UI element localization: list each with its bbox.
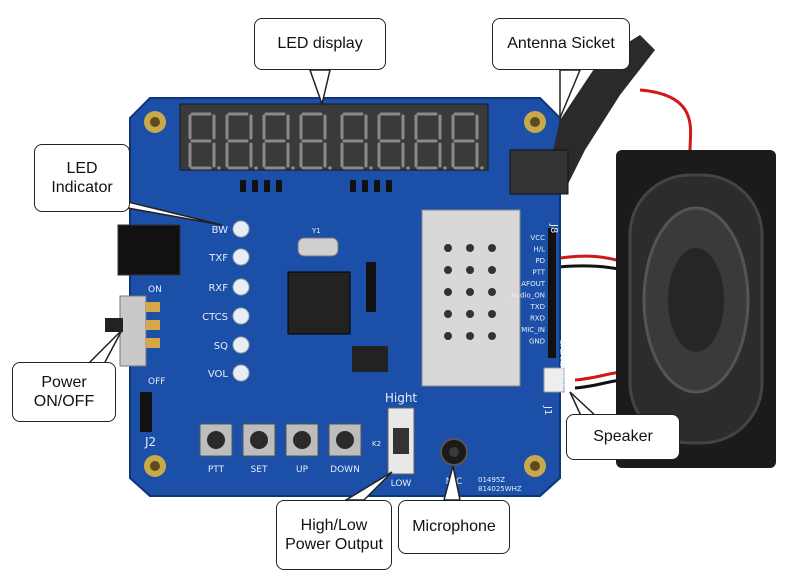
mcu-chip [287, 271, 351, 335]
module-pin-label: MIC_IN [521, 326, 545, 334]
led-indicator-label: RXF [208, 283, 228, 294]
callout-speaker: Speaker [566, 414, 680, 460]
header-j1-label: J1 [542, 405, 553, 415]
antenna [509, 35, 655, 195]
module-pin-label: H/L [533, 246, 545, 254]
y1-label: Y1 [311, 227, 321, 235]
power-level-switch [387, 407, 415, 475]
header-j2 [140, 392, 152, 432]
led-indicator-label: BW [212, 225, 229, 236]
switch-on-label: ON [148, 285, 162, 295]
button-label: SET [251, 465, 268, 475]
module-pin-label: AFOUT [521, 280, 545, 288]
led-display [179, 103, 489, 171]
microphone-element [440, 438, 468, 466]
button-label: UP [296, 465, 309, 475]
led-digit [340, 112, 373, 170]
led-indicator-rxf: RXF [208, 278, 250, 296]
header-j8 [548, 228, 556, 358]
dc-jack [117, 224, 181, 276]
switch-off-label: OFF [148, 377, 165, 387]
board-id-2: 814025WHZ [478, 485, 522, 493]
rf-module [421, 209, 521, 387]
led-digit [262, 112, 295, 170]
crystal [297, 237, 339, 257]
led-indicator-sq: SQ [214, 336, 250, 354]
led-indicator-vol: VOL [208, 364, 250, 382]
k2-label: K2 [372, 440, 381, 448]
led-indicator-txf: TXF [208, 248, 250, 266]
button-up: UP [285, 423, 319, 475]
speaker [616, 150, 776, 468]
module-pin-label: Audio_ON [511, 292, 545, 300]
module-pin-label: GND [529, 338, 545, 346]
low-label: LOW [391, 479, 412, 489]
led-digit [299, 112, 332, 170]
module-pin-label: RXD [530, 315, 545, 323]
callout-leaders [86, 69, 600, 501]
button-label: PTT [208, 465, 225, 475]
board-id-1: 01495Z [478, 476, 505, 484]
callout-high-low-power: High/Low Power Output [276, 500, 392, 570]
led-digit [451, 112, 484, 170]
header-j3 [366, 262, 376, 312]
led-indicator-ctcs: CTCS [202, 307, 250, 325]
led-digit [414, 112, 447, 170]
header-j2-label: J2 [144, 435, 156, 449]
led-indicator-label: TXF [208, 253, 228, 264]
led-indicator-label: SQ [214, 341, 228, 352]
module-pin-label: PD [535, 257, 545, 265]
led-digit [225, 112, 258, 170]
led-digit [377, 112, 410, 170]
speaker-connector [543, 367, 565, 393]
led-digit [188, 112, 221, 170]
antenna-wire-red [639, 88, 693, 151]
button-label: DOWN [330, 465, 360, 475]
button-set: SET [242, 423, 276, 475]
button-ptt: PTT [199, 423, 233, 475]
mounting-holes [144, 111, 546, 477]
hight-label: Hight [385, 391, 418, 405]
button-down: DOWN [328, 423, 362, 475]
module-pin-label: PTT [532, 269, 545, 277]
module-pin-label: VCC [530, 234, 545, 242]
amp-chip [352, 346, 388, 372]
led-indicator-label: CTCS [202, 312, 228, 323]
callout-led-display: LED display [254, 18, 386, 70]
led-indicator-bw: BW [212, 220, 250, 238]
callout-microphone: Microphone [398, 500, 510, 554]
led-indicator-label: VOL [208, 369, 229, 380]
header-j8-label: J8 [548, 223, 559, 233]
speakerout-label: SPEAKEROUT [558, 340, 566, 387]
power-switch [105, 295, 160, 367]
callout-power-onoff: Power ON/OFF [12, 362, 116, 422]
module-pin-label: TXD [530, 303, 545, 311]
callout-antenna-socket: Antenna Sicket [492, 18, 630, 70]
callout-led-indicator: LED Indicator [34, 144, 130, 212]
